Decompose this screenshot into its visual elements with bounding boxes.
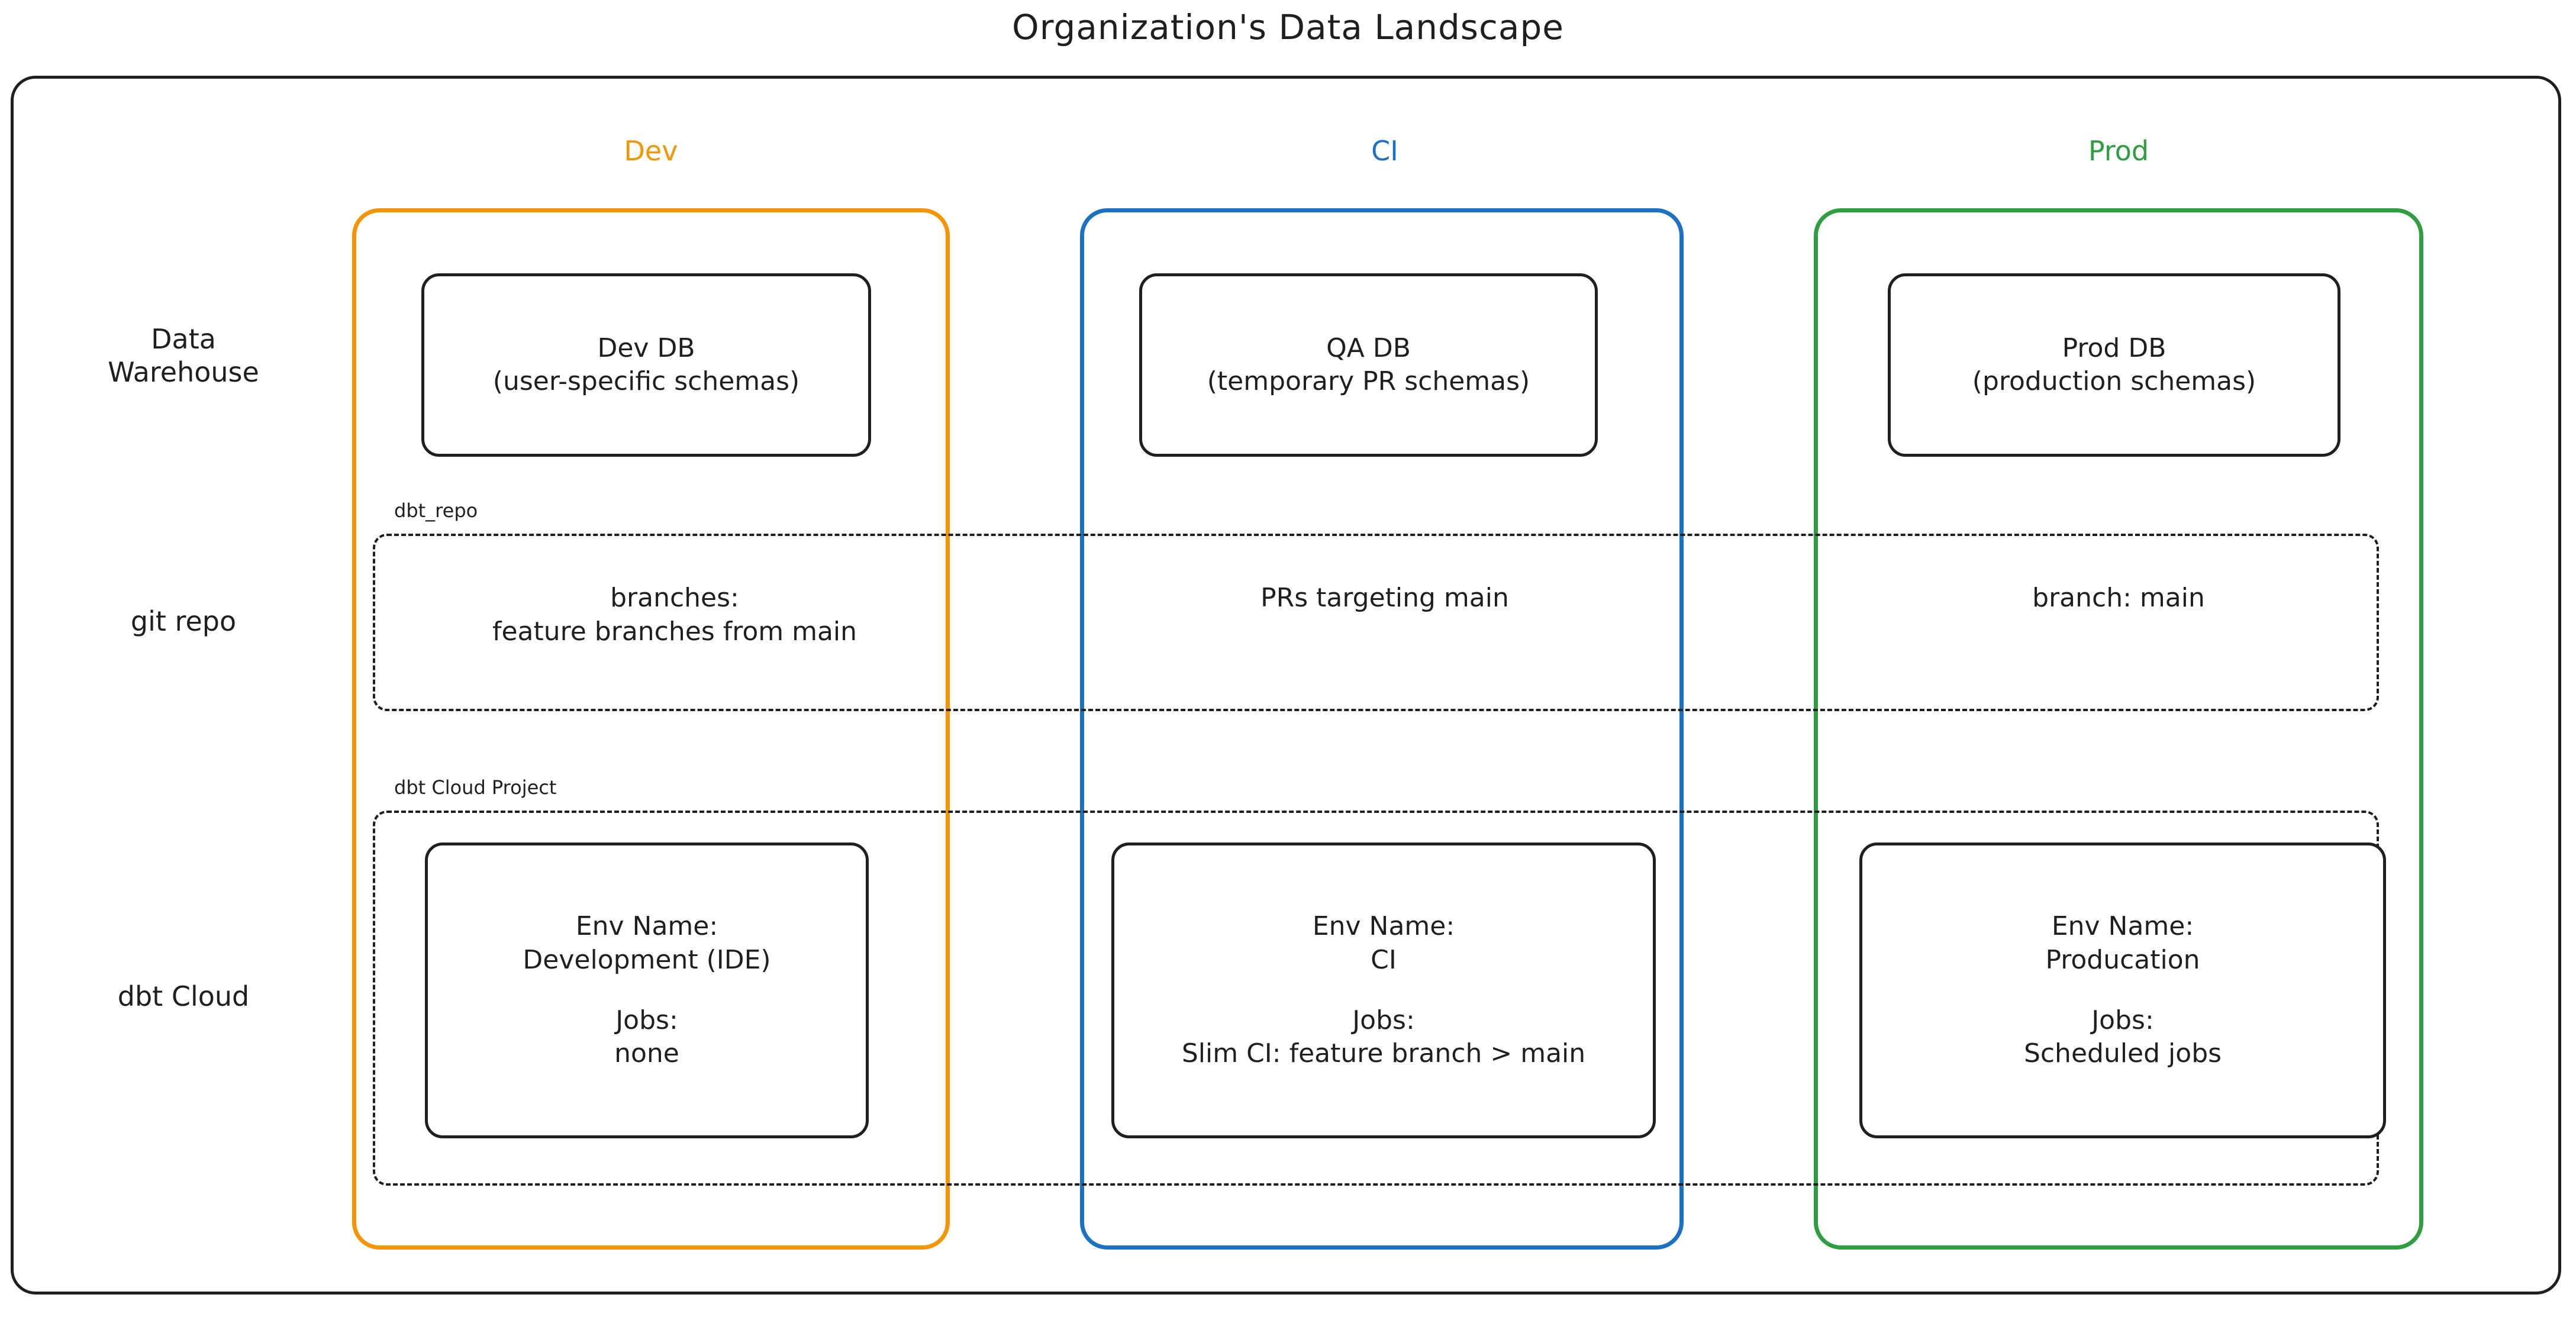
env-box-ci-env-name-value: CI xyxy=(1371,944,1397,975)
env-column-prod xyxy=(1814,208,2423,1250)
row-label-dbt-cloud: dbt Cloud xyxy=(117,980,250,1012)
env-column-dev xyxy=(352,208,950,1250)
row-label-data-warehouse: Data Warehouse xyxy=(36,322,331,389)
env-box-dev: Env Name: Development (IDE) Jobs: none xyxy=(425,843,869,1138)
db-box-dev-detail: (user-specific schemas) xyxy=(492,366,800,396)
env-box-prod-env-name-label: Env Name: xyxy=(2051,911,2194,942)
db-box-ci: QA DB (temporary PR schemas) xyxy=(1139,273,1598,457)
env-box-prod-jobs-label: Jobs: xyxy=(2091,1005,2154,1035)
db-box-dev-name: Dev DB xyxy=(597,333,695,363)
env-box-ci-jobs-value: Slim CI: feature branch > main xyxy=(1181,1038,1586,1069)
row-label-git-repo: git repo xyxy=(130,605,237,637)
db-box-prod-detail: (production schemas) xyxy=(1972,366,2256,396)
env-column-ci xyxy=(1080,208,1684,1250)
env-box-ci-env-name-label: Env Name: xyxy=(1312,911,1455,942)
env-box-dev-env-name-value: Development (IDE) xyxy=(523,944,771,975)
env-header-ci: CI xyxy=(1371,135,1398,167)
env-box-dev-env-name-label: Env Name: xyxy=(575,911,718,942)
env-box-dev-jobs-label: Jobs: xyxy=(615,1005,678,1035)
db-box-dev: Dev DB (user-specific schemas) xyxy=(421,273,871,457)
group-git-repo-label: dbt_repo xyxy=(389,499,483,522)
db-box-ci-detail: (temporary PR schemas) xyxy=(1207,366,1530,396)
outer-frame xyxy=(11,76,2561,1295)
row-label-line-1: Data xyxy=(151,323,216,355)
env-header-dev: Dev xyxy=(624,135,678,167)
env-header-prod: Prod xyxy=(2088,135,2149,167)
git-text-prod: branch: main xyxy=(2032,583,2205,613)
db-box-prod-name: Prod DB xyxy=(2062,333,2166,363)
db-box-ci-name: QA DB xyxy=(1326,333,1411,363)
git-text-dev: branches: feature branches from main xyxy=(379,581,971,648)
env-box-ci: Env Name: CI Jobs: Slim CI: feature bran… xyxy=(1111,843,1656,1138)
env-box-prod-env-name-value: Producation xyxy=(2045,944,2200,975)
git-text-dev-line-1: branches: xyxy=(610,583,739,613)
row-label-line-2: Warehouse xyxy=(108,356,259,389)
env-box-dev-jobs-value: none xyxy=(614,1038,679,1069)
git-text-dev-line-2: feature branches from main xyxy=(492,616,857,647)
env-box-prod-jobs-value: Scheduled jobs xyxy=(2023,1038,2222,1069)
page-title: Organization's Data Landscape xyxy=(1012,7,1564,47)
db-box-prod: Prod DB (production schemas) xyxy=(1888,273,2340,457)
group-git-repo: dbt_repo xyxy=(373,499,2379,711)
env-box-prod: Env Name: Producation Jobs: Scheduled jo… xyxy=(1859,843,2386,1138)
git-text-ci: PRs targeting main xyxy=(1260,583,1509,613)
group-dbt-cloud-project-label: dbt Cloud Project xyxy=(389,776,562,799)
env-box-ci-jobs-label: Jobs: xyxy=(1352,1005,1415,1035)
